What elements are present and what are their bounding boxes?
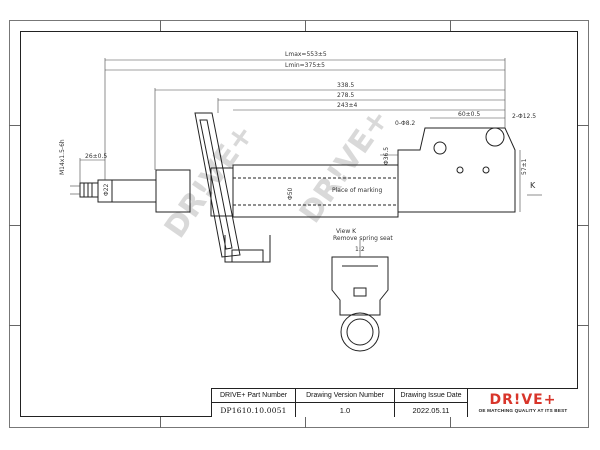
part-number-cell: DRIVE+ Part Number DP1610.10.0051 bbox=[212, 389, 296, 417]
dim-57: 57±1 bbox=[521, 158, 528, 175]
view-scale: 1:2 bbox=[355, 246, 365, 253]
issue-date-cell: Drawing Issue Date 2022.05.11 bbox=[395, 389, 468, 417]
frame-tick bbox=[160, 20, 161, 31]
version-label: Drawing Version Number bbox=[296, 389, 394, 403]
frame-tick bbox=[9, 325, 20, 326]
title-block: DRIVE+ Part Number DP1610.10.0051 Drawin… bbox=[211, 388, 578, 417]
dim-phi50: Φ50 bbox=[287, 187, 294, 200]
watermark-1: DR!VE+ bbox=[158, 118, 262, 245]
dim-phi36: Φ36.5 bbox=[383, 147, 390, 165]
frame-tick bbox=[578, 125, 589, 126]
frame-tick bbox=[160, 417, 161, 428]
watermark-group: DR!VE+ DR!VE+ bbox=[158, 103, 397, 245]
bracket-hole-round bbox=[485, 127, 505, 147]
dim-26: 26±0.5 bbox=[85, 153, 107, 160]
dimension-texts: Lmax=553±5 Lmin=375±5 338.5 278.5 243±4 … bbox=[59, 51, 536, 253]
brand-logo: DR!VE+ OE MATCHING QUALITY AT ITS BEST bbox=[468, 389, 578, 417]
logo-tagline: OE MATCHING QUALITY AT ITS BEST bbox=[478, 408, 568, 413]
issue-date-label: Drawing Issue Date bbox=[395, 389, 467, 403]
view-letter-k: K bbox=[530, 181, 536, 190]
dim-phi22: Φ22 bbox=[103, 183, 110, 196]
dim-phi8: 0-Φ8.2 bbox=[395, 120, 415, 127]
dim-338: 338.5 bbox=[337, 82, 354, 89]
outer-frame bbox=[9, 20, 589, 428]
issue-date-value: 2022.05.11 bbox=[412, 405, 450, 415]
view-k-part bbox=[331, 256, 389, 316]
dim-phi12: 2-Φ12.5 bbox=[512, 113, 536, 120]
rod-thread bbox=[79, 182, 99, 198]
dim-m14: M14x1.5-6h bbox=[59, 139, 66, 175]
version-value: 1.0 bbox=[339, 405, 351, 415]
lower-guide bbox=[224, 235, 271, 263]
watermark-2: DR!VE+ bbox=[293, 103, 397, 230]
dim-60: 60±0.5 bbox=[458, 111, 480, 118]
spring-seat bbox=[194, 112, 241, 258]
frame-tick bbox=[578, 325, 589, 326]
part-number-value: DP1610.10.0051 bbox=[220, 405, 287, 415]
view-k-title: View K bbox=[336, 228, 357, 235]
part-number-label: DRIVE+ Part Number bbox=[212, 389, 295, 403]
view-k-eye-outer bbox=[340, 312, 380, 352]
dimension-lines bbox=[70, 58, 542, 257]
dim-lmax: Lmax=553±5 bbox=[285, 51, 327, 58]
frame-tick bbox=[450, 20, 451, 31]
bracket-hole-upper bbox=[433, 141, 447, 155]
version-cell: Drawing Version Number 1.0 bbox=[296, 389, 395, 417]
frame-tick bbox=[305, 20, 306, 31]
dim-278: 278.5 bbox=[337, 92, 354, 99]
frame-tick bbox=[9, 225, 20, 226]
dim-lmin: Lmin=375±5 bbox=[285, 62, 325, 69]
top-housing bbox=[155, 169, 191, 213]
marking-note: Place of marking bbox=[332, 187, 382, 194]
shock-absorber-body bbox=[79, 112, 516, 352]
remove-note: Remove spring seat bbox=[333, 235, 393, 242]
frame-tick bbox=[578, 225, 589, 226]
frame-tick bbox=[305, 417, 306, 428]
knuckle-bracket bbox=[397, 127, 516, 213]
dim-243: 243±4 bbox=[337, 102, 357, 109]
frame-tick bbox=[450, 417, 451, 428]
logo-wordmark: DR!VE+ bbox=[489, 392, 557, 408]
frame-tick bbox=[9, 125, 20, 126]
